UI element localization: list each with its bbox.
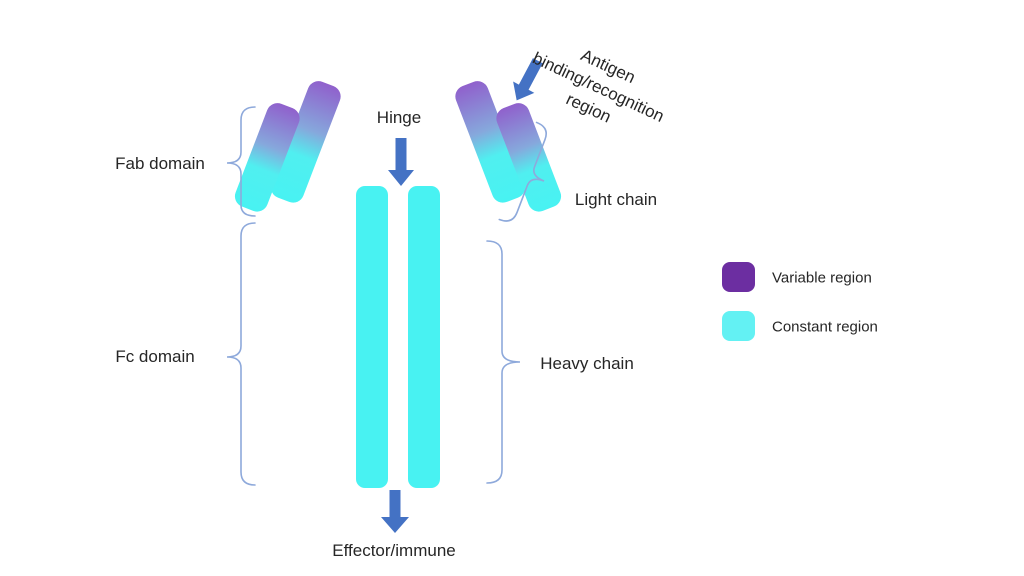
effector-immune-label: Effector/immune <box>332 541 456 560</box>
legend-label-constant-region: Constant region <box>772 318 878 336</box>
fc-domain-label: Fc domain <box>115 347 195 366</box>
legend-label-variable-region: Variable region <box>772 269 872 287</box>
heavy-chain-right-stem-bar <box>408 186 440 488</box>
legend-swatch-variable-region <box>722 262 755 292</box>
light-chain-label: Light chain <box>574 190 658 209</box>
heavy-chain-label: Heavy chain <box>540 354 634 373</box>
heavy-chain-left-arm-bar <box>270 81 341 203</box>
hinge-label: Hinge <box>376 108 422 127</box>
legend-swatch-constant-region <box>722 311 755 341</box>
effector-arrow-icon <box>381 490 409 533</box>
heavy-chain-brace <box>486 240 521 484</box>
fab-domain-brace <box>226 106 256 217</box>
hinge-arrow-icon <box>388 138 414 186</box>
light-chain-brace <box>498 121 547 222</box>
light-chain-right-bar <box>496 103 562 212</box>
light-chain-left-bar <box>234 103 300 212</box>
heavy-chain-right-arm-bar <box>455 81 526 203</box>
fab-domain-label: Fab domain <box>115 154 205 173</box>
antigen-arrow-icon <box>513 58 543 101</box>
heavy-chain-left-stem-bar <box>356 186 388 488</box>
fc-domain-brace <box>226 222 256 486</box>
